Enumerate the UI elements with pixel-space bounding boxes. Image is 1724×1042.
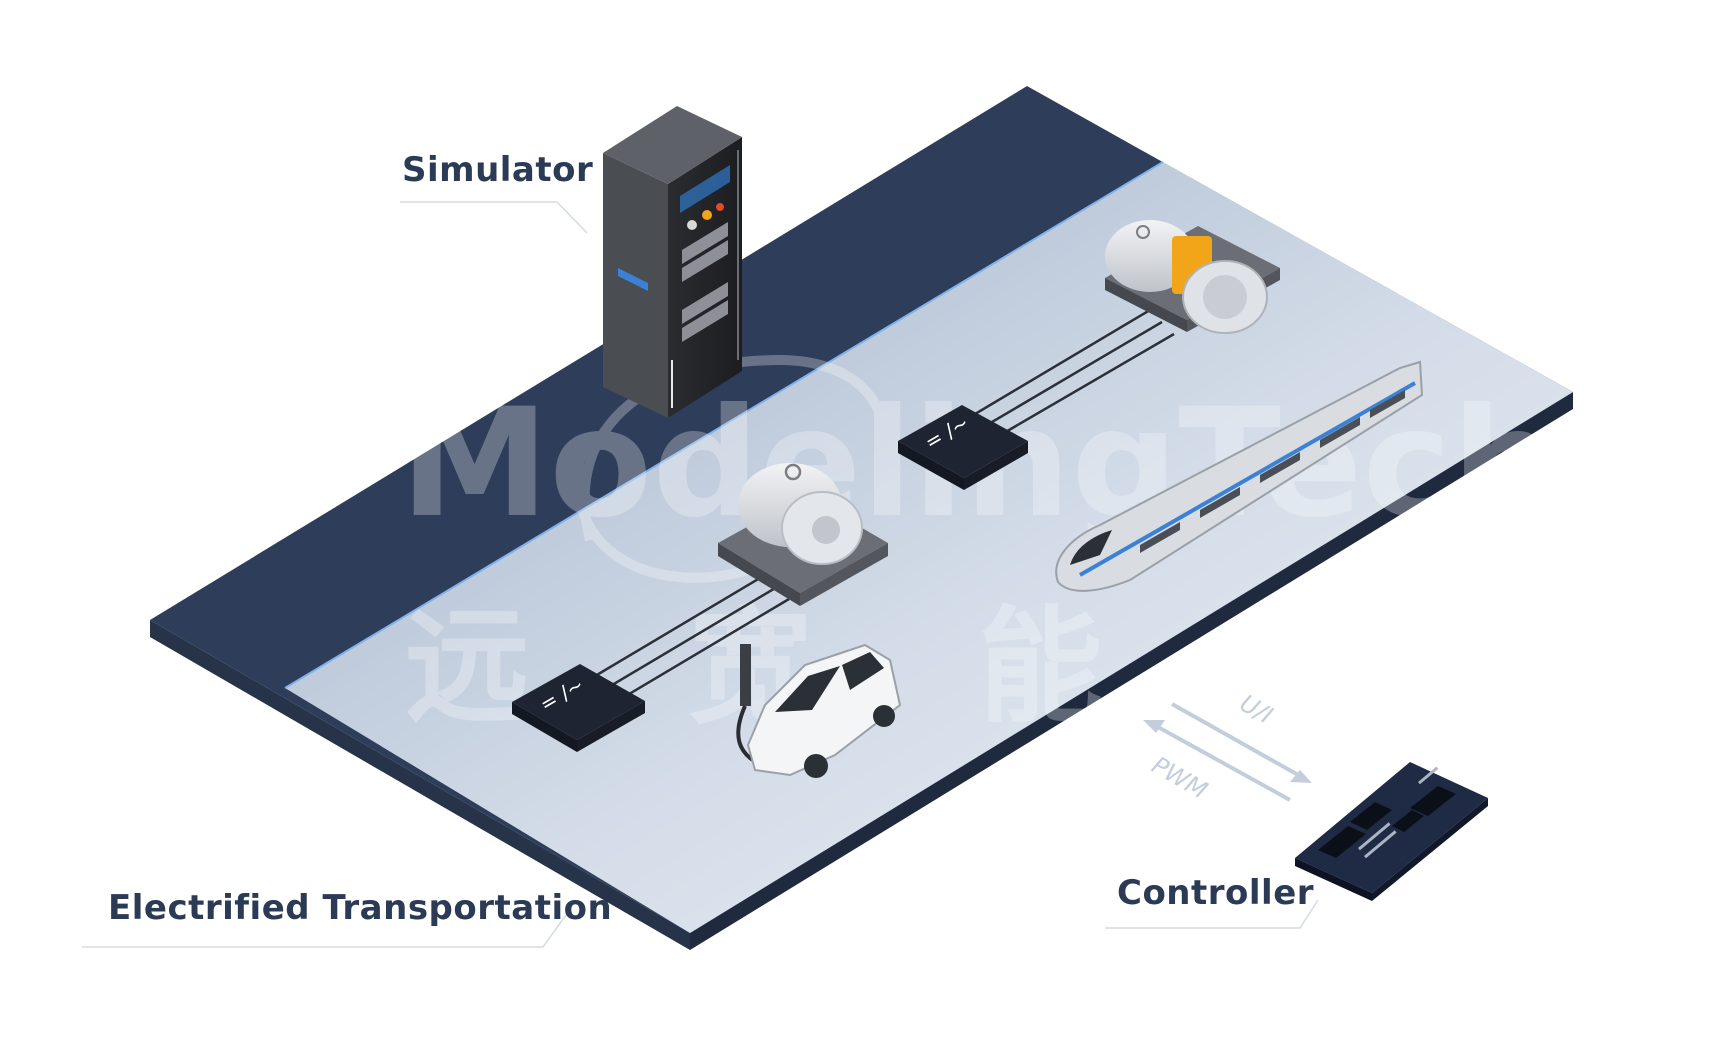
- watermark-cn-1: 远: [405, 595, 530, 740]
- pwm-arrow-head: [1143, 720, 1165, 733]
- watermark-arc: [579, 354, 890, 542]
- signal-arrows: U/I PWM: [1143, 689, 1312, 805]
- electrified-transportation-label: Electrified Transportation: [108, 888, 613, 928]
- cables: [579, 308, 1175, 711]
- electric-car: [746, 643, 902, 778]
- upper-motor: [1105, 220, 1280, 334]
- cabinet-front-face: [668, 137, 742, 418]
- ui-arrow-head: [1290, 770, 1312, 783]
- callout-lines: [82, 201, 1319, 948]
- cabinet-top-face: [603, 106, 742, 184]
- simulator-label: Simulator: [402, 150, 594, 190]
- high-speed-train-icon: [1055, 360, 1424, 592]
- cabinet-left-face: [603, 153, 668, 418]
- platform-side-right: [690, 392, 1573, 950]
- controller-board: [1295, 762, 1488, 901]
- platform-edge-glow: [284, 161, 1164, 689]
- simulator-callout-line: [400, 201, 588, 234]
- signal-label-ui: U/I: [1235, 689, 1277, 730]
- controller-label: Controller: [1117, 873, 1315, 913]
- platform-top-light: [285, 162, 1573, 933]
- pwm-arrow-line: [1157, 725, 1291, 802]
- platform-side-left: [150, 620, 690, 950]
- signal-label-pwm: PWM: [1147, 751, 1212, 805]
- high-speed-train: [1055, 360, 1424, 592]
- cabinet-blue-logo: [618, 268, 648, 291]
- controller-callout-line: [1105, 899, 1319, 929]
- simulator-cabinet: [603, 106, 742, 418]
- lower-motor: [718, 463, 888, 606]
- upper-converter: = /∼: [898, 405, 1028, 490]
- ui-arrow-line: [1171, 702, 1301, 778]
- transport-callout-line: [82, 914, 567, 948]
- watermark-cn-3: 能: [978, 595, 1103, 740]
- cabinet-panel: [671, 150, 739, 408]
